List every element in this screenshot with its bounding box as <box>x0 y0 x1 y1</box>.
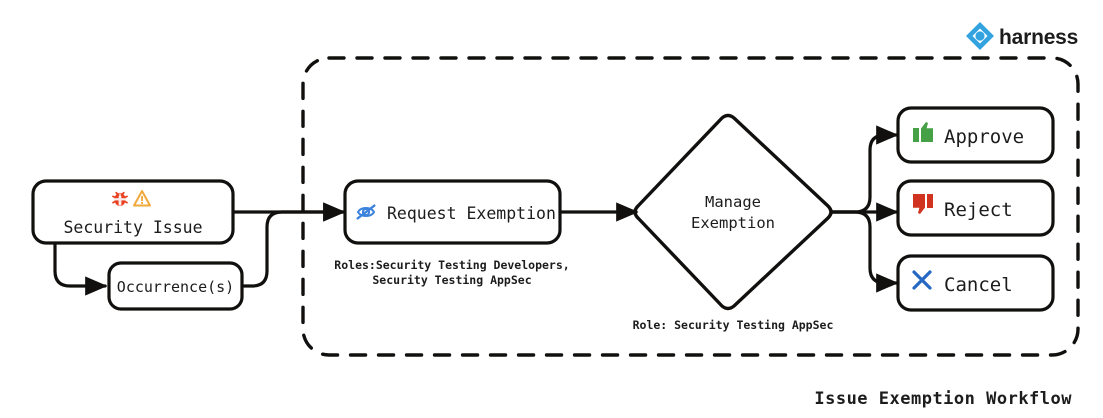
eye-slash-icon <box>356 204 376 220</box>
diagram-title: Issue Exemption Workflow <box>814 389 1072 409</box>
security-issue-label: Security Issue <box>63 218 202 237</box>
request-exemption-box <box>343 179 562 245</box>
request-exemption-caption-line2: Security Testing AppSec <box>372 273 531 287</box>
node-security-issue[interactable]: Security Issue <box>31 179 235 245</box>
node-approve[interactable]: Approve <box>896 106 1055 164</box>
node-manage-exemption[interactable]: Manage Exemption Role: Security Testing … <box>633 113 834 333</box>
request-exemption-caption-line1: Roles:Security Testing Developers, <box>334 258 569 272</box>
edge-manage-exemption-to-cancel <box>830 210 899 293</box>
node-occurrences[interactable]: Occurrence(s) <box>107 261 244 311</box>
approve-box <box>896 106 1055 164</box>
request-exemption-label: Request Exemption <box>387 204 556 223</box>
edge-occurrences-to-request-exemption <box>240 202 346 288</box>
node-reject[interactable]: Reject <box>896 179 1055 237</box>
reject-box <box>896 179 1055 237</box>
manage-exemption-label-line2: Exemption <box>691 214 775 232</box>
thumbs-up-icon <box>913 122 933 142</box>
manage-exemption-diamond <box>633 113 833 311</box>
harness-logo: harness <box>966 22 1078 50</box>
node-cancel[interactable]: Cancel <box>896 254 1055 312</box>
occurrences-label: Occurrence(s) <box>117 278 234 296</box>
bug-icon <box>112 191 128 207</box>
manage-exemption-caption: Role: Security Testing AppSec <box>633 318 834 332</box>
security-issue-box <box>31 179 235 245</box>
cancel-box <box>896 254 1055 312</box>
harness-diamond-icon <box>966 22 994 50</box>
edge-security-issue-to-occurrences <box>53 241 108 296</box>
node-request-exemption[interactable]: Request Exemption Roles:Security Testing… <box>334 179 570 287</box>
manage-exemption-label-line1: Manage <box>705 193 761 211</box>
workflow-boundary <box>301 56 1080 357</box>
occurrences-box <box>107 261 244 311</box>
cancel-label: Cancel <box>944 274 1013 296</box>
warning-triangle-icon <box>133 190 151 207</box>
x-mark-icon <box>912 270 932 290</box>
brand-name: harness <box>999 26 1078 49</box>
thumbs-down-icon <box>913 194 933 214</box>
reject-label: Reject <box>944 199 1013 221</box>
approve-label: Approve <box>944 126 1024 148</box>
